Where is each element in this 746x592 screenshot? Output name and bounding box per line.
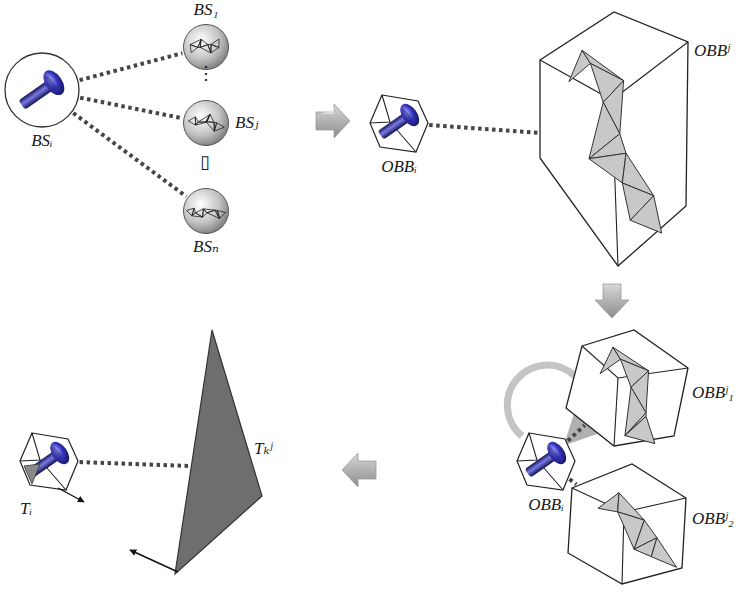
- normal-arrow: [58, 488, 84, 502]
- mesh-triangle: [589, 153, 626, 183]
- node-outline: [562, 458, 688, 586]
- mesh-triangle: [198, 114, 210, 122]
- box-edges: [572, 488, 686, 584]
- ellipsis-mark: ⋮: [197, 64, 215, 82]
- obb-box: [517, 433, 575, 490]
- node-outline: [170, 328, 266, 578]
- node-label: BSᵢ: [31, 132, 53, 151]
- mesh-triangle: [190, 39, 201, 47]
- bolt-part: [373, 100, 423, 145]
- mesh-triangle: [218, 211, 226, 219]
- box-edges: [540, 42, 688, 266]
- triangle-mesh: [598, 493, 677, 568]
- box-edge: [517, 433, 537, 461]
- triangle-mesh: [600, 347, 655, 443]
- node-label: Tᵢ: [20, 500, 32, 519]
- obb-box: [566, 330, 688, 446]
- dotted-link: [80, 98, 182, 118]
- box-edges: [582, 346, 688, 446]
- mesh-triangle: [651, 538, 676, 568]
- node-label: BSⱼ: [235, 114, 258, 133]
- mesh-triangle: [214, 123, 224, 131]
- shape-node: OBBʲ₂: [562, 458, 688, 586]
- node-label: OBBʲ: [694, 42, 730, 61]
- normal-arrow: [130, 550, 178, 572]
- mesh-triangle: [598, 493, 619, 512]
- shape-node: OBBʲ: [536, 8, 692, 270]
- mesh-triangle: [206, 114, 214, 122]
- bounding-sphere: [184, 25, 229, 70]
- bounding-sphere: [184, 101, 229, 146]
- bolt-part: [23, 438, 73, 483]
- dotted-link: [80, 53, 183, 80]
- shape-node: BSᵢ: [4, 52, 80, 128]
- node-outline: [183, 100, 229, 146]
- bolt-part: [14, 67, 69, 117]
- obb-box: [568, 464, 686, 584]
- node-outline: [562, 328, 688, 448]
- node-label: BS₁: [194, 1, 219, 20]
- node-label: OBBᵢ: [528, 496, 564, 515]
- box-edge: [370, 95, 390, 123]
- shape-node: Tₖʲ: [170, 328, 266, 578]
- node-outline: [368, 92, 430, 154]
- node-outline: [183, 188, 229, 234]
- shape-node: Tᵢ: [18, 430, 80, 492]
- obb-box: [370, 95, 428, 152]
- triangle-face: [24, 464, 40, 484]
- dotted-link: [570, 479, 577, 484]
- triangle-mesh: [188, 114, 224, 131]
- node-outline: [4, 52, 80, 128]
- obb-box: [540, 12, 688, 266]
- triangle-mesh: [190, 39, 219, 53]
- obb-box: [20, 433, 78, 490]
- triangle-mesh: [569, 50, 662, 233]
- node-outline: [536, 8, 692, 270]
- shape-node: OBBᵢ: [368, 92, 430, 154]
- node-outline: [18, 430, 80, 492]
- node-label: OBBʲ₂: [692, 510, 734, 529]
- dotted-link: [429, 125, 538, 133]
- step-arrow: [342, 453, 376, 487]
- shape-node: BSⱼ: [183, 100, 229, 146]
- shape-node: BSₙ: [183, 188, 229, 234]
- mesh-triangle: [630, 196, 661, 233]
- mesh-triangle: [195, 209, 203, 217]
- step-arrow: [595, 284, 629, 318]
- node-label: Tₖʲ: [254, 440, 272, 459]
- mesh-triangle: [211, 39, 219, 47]
- glyph-mark: ▯: [200, 153, 210, 171]
- bounding-sphere: [5, 53, 79, 127]
- bounding-sphere: [184, 189, 229, 234]
- dotted-link: [73, 113, 186, 196]
- node-outline: [515, 430, 577, 492]
- triangle-mesh: [187, 208, 226, 218]
- node-label: BSₙ: [193, 238, 219, 257]
- node-label: OBBᵢ: [381, 158, 417, 177]
- mesh-triangle: [206, 122, 214, 132]
- node-label: OBBʲ₁: [692, 384, 734, 403]
- box-edge: [614, 378, 618, 446]
- dotted-link: [80, 462, 190, 466]
- mesh-triangle: [625, 416, 655, 443]
- mesh-triangle: [188, 117, 195, 125]
- dotted-link: [568, 425, 585, 440]
- mesh-triangle: [200, 45, 211, 53]
- bolt-part: [520, 438, 570, 483]
- shape-node: OBBʲ₁: [562, 328, 688, 448]
- box-edge: [20, 433, 40, 461]
- shape-node: OBBᵢ: [515, 430, 577, 492]
- step-arrow: [316, 104, 350, 138]
- triangle-primitive: [175, 330, 262, 574]
